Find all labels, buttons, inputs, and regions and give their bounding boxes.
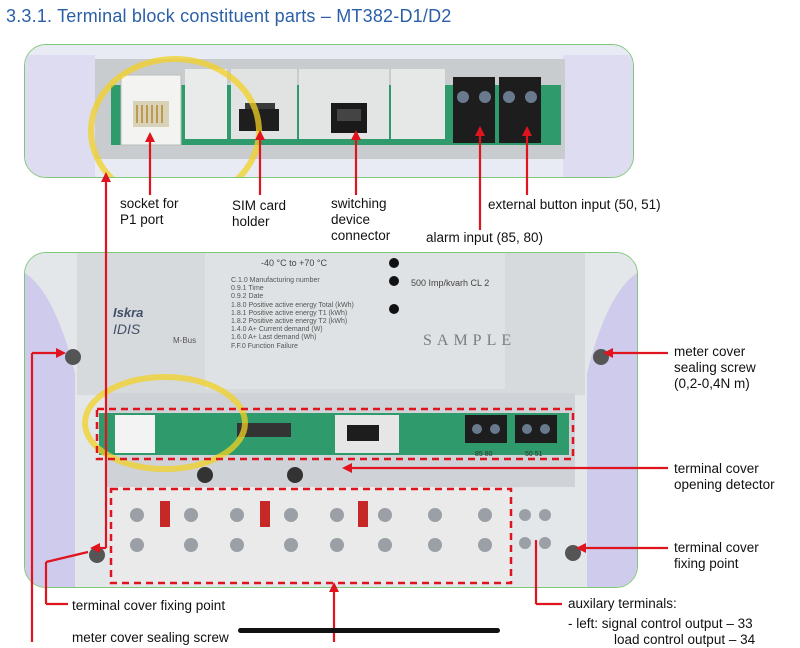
meter-drawing [25,253,637,587]
obis-line: 0.9.2 Date [231,293,264,301]
label-cover-opening-detector: terminal cover opening detector [674,461,775,492]
obis-line: 1.4.0 A+ Current demand (W) [231,326,323,334]
terminal-block-frame [95,407,575,461]
label-sealing-screw-left: meter cover sealing screw [72,630,229,645]
label-aux-load: load control output – 34 [614,632,756,647]
obis-line: 1.8.0 Positive active energy Total (kWh) [231,301,354,309]
terminal-numbers-50-51: 50 51 [525,451,543,458]
model-name: IDIS [113,321,141,337]
p1-highlight-circle-bottom [82,374,248,472]
label-sim-holder: SIM card holder [232,198,287,229]
terminal-block-photo [24,44,634,178]
home-indicator[interactable] [238,628,500,633]
mbus-label: M-Bus [173,336,197,345]
terminal-block-drawing [25,45,633,177]
main-terminals-frame [109,487,513,585]
label-switching-connector: switching device connector [331,196,391,243]
page-title: 3.3.1. Terminal block constituent parts … [6,6,452,26]
obis-line: 1.8.1 Positive active energy T1 (kWh) [231,309,348,317]
pulse-rating: 500 Imp/kvarh CL 2 [411,278,490,288]
obis-line: 1.6.0 A+ Last demand (Wh) [231,334,317,342]
obis-line: 0.9.1 Time [231,285,264,293]
obis-list: C.1.0 Manufacturing number 0.9.1 Time 0.… [231,277,354,351]
label-meter-cover-screw: meter cover sealing screw (0,2-0,4N m) [674,344,756,391]
label-socket-p1: socket for P1 port [120,196,179,227]
meter-photo: -40 °C to +70 °C 500 Imp/kvarh CL 2 Iskr… [24,252,638,588]
label-cover-fixing-left: terminal cover fixing point [72,598,226,613]
obis-line: C.1.0 Manufacturing number [231,277,320,284]
temp-range: -40 °C to +70 °C [261,258,327,268]
sample-stamp: SAMPLE [423,332,517,349]
label-external-button: external button input (50, 51) [488,197,661,212]
label-aux-left: - left: signal control output – 33 [568,616,753,631]
label-aux-terminals: auxilary terminals: [568,596,677,611]
label-cover-fixing-right: terminal cover fixing point [674,540,759,571]
terminal-numbers-85-80: 85 80 [475,451,493,458]
label-alarm-input: alarm input (85, 80) [426,230,544,245]
brand-logo: Iskra [113,305,144,320]
obis-line: F.F.0 Function Failure [231,342,298,350]
obis-line: 1.8.2 Positive active energy T2 (kWh) [231,318,348,326]
